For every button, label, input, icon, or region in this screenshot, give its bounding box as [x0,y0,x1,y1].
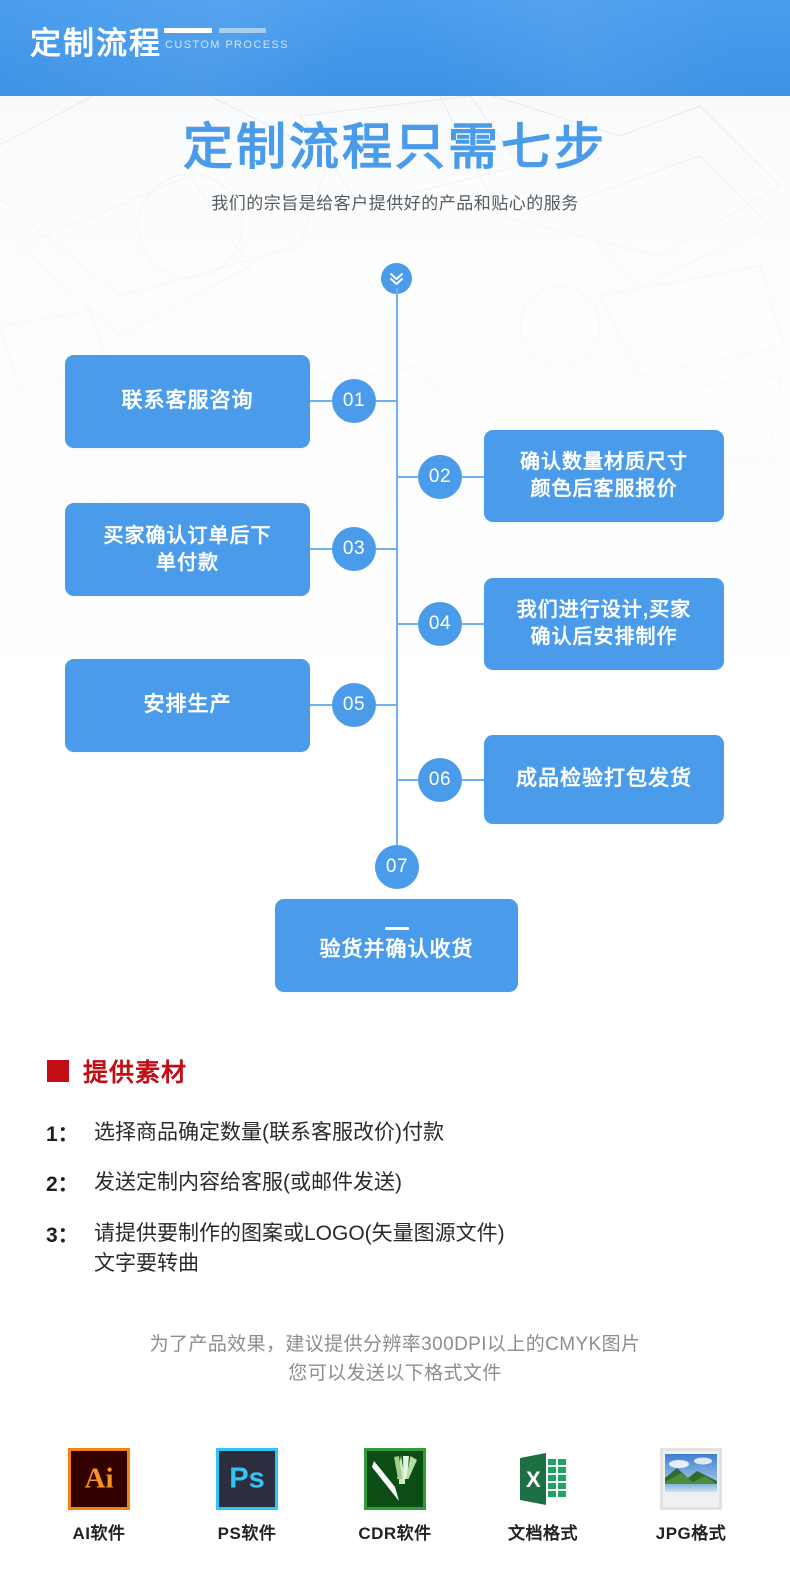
list-item: 1： 选择商品确定数量(联系客服改价)付款 [46,1118,746,1148]
flow-step-04-number: 04 [418,602,462,646]
flow-step-04-line2: 确认后安排制作 [530,626,678,648]
list-item-number: 3： [46,1223,79,1247]
list-item: 2： 发送定制内容给客服(或邮件发送) [46,1168,746,1198]
materials-heading-text: 提供素材 [83,1059,188,1087]
format-item-ai: Ai AI软件 [44,1448,154,1544]
flow-step-03-number: 03 [332,527,376,571]
flow-step-05-number: 05 [332,683,376,727]
list-item-text: 请提供要制作的图案或LOGO(矢量图源文件) 文字要转曲 [94,1219,505,1280]
flow-step-02-number: 02 [418,455,462,499]
flow-step-02-label: 确认数量材质尺寸 颜色后客服报价 [484,430,724,522]
flow-step-01-number: 01 [332,379,376,423]
flow-step-02-line1: 确认数量材质尺寸 [520,451,688,473]
photoshop-glyph: Ps [229,1462,265,1495]
format-label-ps: PS软件 [217,1524,277,1543]
list-item-text: 发送定制内容给客服(或邮件发送) [94,1171,402,1195]
flow-step-07-dash [384,926,409,930]
supported-formats-row: Ai AI软件 Ps PS软件 CDR软件 [0,1448,790,1544]
list-item: 3： 请提供要制作的图案或LOGO(矢量图源文件) 文字要转曲 [46,1219,746,1280]
header-gradient [0,0,790,96]
page-header: 定制流程 CUSTOM PROCESS [0,0,790,96]
red-square-bullet-icon [47,1060,69,1082]
svg-text:X: X [526,1467,541,1492]
header-content: 定制流程 CUSTOM PROCESS [30,22,288,61]
process-flow-diagram: 联系客服咨询 01 02 确认数量材质尺寸 颜色后客服报价 买家确认订单后下 单… [65,263,724,992]
header-title-cn: 定制流程 [30,26,162,61]
list-item-text: 选择商品确定数量(联系客服改价)付款 [94,1121,444,1144]
format-item-ps: Ps PS软件 [192,1448,302,1544]
materials-note-line1: 为了产品效果，建议提供分辨率300DPI以上的CMYK图片 [149,1334,641,1355]
materials-list: 1： 选择商品确定数量(联系客服改价)付款 2： 发送定制内容给客服(或邮件发送… [46,1118,746,1300]
flow-step-06-label: 成品检验打包发货 [484,735,724,824]
flow-connector-02-left [397,476,418,478]
header-bar-light [219,28,266,33]
materials-heading: 提供素材 [47,1053,187,1089]
header-title-en: CUSTOM PROCESS [165,39,289,51]
flow-spine-line [396,288,398,868]
flow-step-03-label: 买家确认订单后下 单付款 [65,503,310,596]
flow-connector-06-right [462,779,484,781]
format-label-ai: AI软件 [72,1524,126,1543]
hero-title-block: 定制流程只需七步 我们的宗旨是给客户提供好的产品和贴心的服务 [0,120,790,214]
flow-step-07-label: 验货并确认收货 [275,899,518,992]
materials-note-line2: 您可以发送以下格式文件 [288,1363,502,1385]
photoshop-icon: Ps [216,1448,278,1510]
jpg-image-icon [660,1448,722,1510]
format-label-doc: 文档格式 [508,1524,578,1543]
flow-connector-03-left [310,548,332,550]
list-item-text-line2: 文字要转曲 [94,1252,199,1276]
flow-step-03-line2: 单付款 [156,551,219,574]
illustrator-icon: Ai [68,1448,130,1510]
flow-connector-02-right [462,476,484,478]
format-item-jpg: JPG格式 [636,1448,746,1544]
flow-step-07-text: 验货并确认收货 [319,937,474,961]
flow-connector-04-left [397,623,418,625]
header-bar-white [164,28,212,33]
flow-step-01-label: 联系客服咨询 [65,355,310,448]
flow-step-04-line1: 我们进行设计,买家 [516,599,692,621]
format-label-jpg: JPG格式 [655,1524,727,1543]
coreldraw-icon [364,1448,426,1510]
format-item-doc: X 文档格式 [488,1448,598,1544]
flow-connector-05-right [376,704,397,706]
flow-step-02-line2: 颜色后客服报价 [530,478,678,500]
format-item-cdr: CDR软件 [340,1448,450,1544]
flow-step-05-label: 安排生产 [65,659,310,752]
list-item-number: 1： [46,1123,79,1146]
flow-connector-06-left [397,779,418,781]
header-decoration: CUSTOM PROCESS [164,22,288,59]
flow-connector-01-right [376,400,397,402]
flow-step-03-line1: 买家确认订单后下 [103,524,272,547]
list-item-text-line1: 请提供要制作的图案或LOGO(矢量图源文件) [94,1221,505,1245]
materials-note: 为了产品效果，建议提供分辨率300DPI以上的CMYK图片 您可以发送以下格式文… [0,1330,790,1389]
flow-step-06-number: 06 [418,758,462,802]
flow-step-07-number: 07 [375,845,419,889]
illustrator-glyph: Ai [84,1462,114,1495]
page-title: 定制流程只需七步 [183,119,607,175]
flow-connector-04-right [462,623,484,625]
flow-connector-01-left [310,400,332,402]
flow-step-04-label: 我们进行设计,买家 确认后安排制作 [484,578,724,670]
flow-connector-03-right [376,548,397,550]
excel-document-icon: X [512,1448,574,1510]
list-item-number: 2： [46,1173,79,1197]
page-subtitle: 我们的宗旨是给客户提供好的产品和贴心的服务 [211,194,579,213]
flow-connector-05-left [310,704,332,706]
format-label-cdr: CDR软件 [358,1524,432,1543]
